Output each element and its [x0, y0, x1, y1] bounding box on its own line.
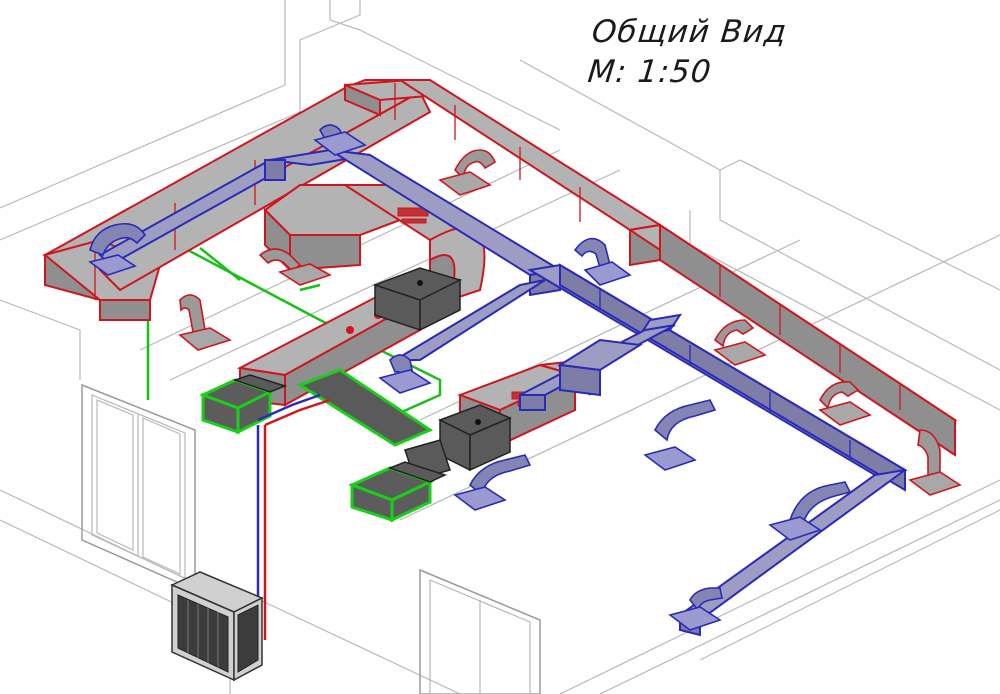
return-flex-connectors: [88, 124, 852, 631]
fresh-air-duct-middle: [296, 368, 434, 447]
supply-flex-connectors: [178, 149, 962, 496]
window-left: [81, 383, 196, 592]
fresh-air-intake-lower: [348, 461, 448, 523]
window-right: [419, 568, 541, 694]
air-handling-unit-lower: [404, 404, 512, 481]
refrigerant-pipes: [256, 393, 331, 640]
outdoor-condenser-unit: [170, 571, 264, 682]
fresh-air-intake-upper: [199, 374, 288, 435]
air-handling-unit-upper: [372, 267, 463, 332]
return-duct-network: [98, 148, 908, 637]
